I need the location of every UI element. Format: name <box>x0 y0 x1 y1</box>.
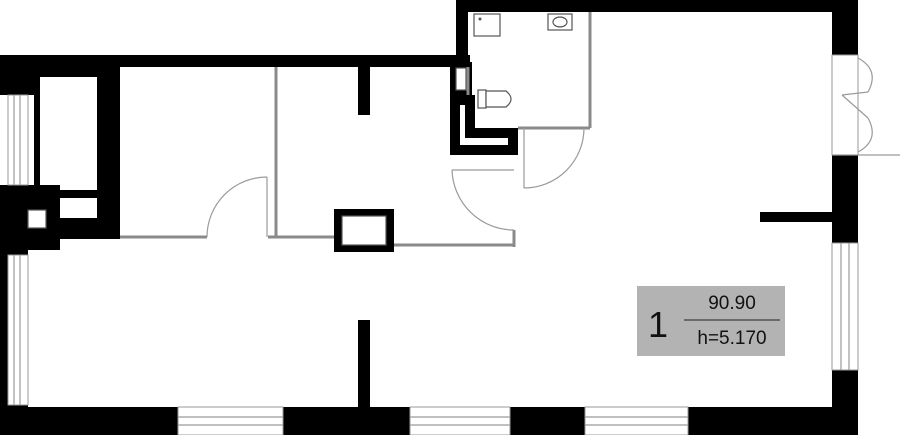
wall-top-right <box>456 0 858 12</box>
wall-top-left <box>0 55 470 67</box>
column-box-inner <box>341 215 387 246</box>
unit-area: 90.90 <box>708 293 756 314</box>
bathroom-shaft-hole <box>455 67 467 91</box>
wall-top-step <box>456 0 468 67</box>
balcony-wall-inner-left <box>34 67 40 197</box>
window-left-upper <box>7 94 29 186</box>
wall-right-middle <box>832 155 858 243</box>
balcony-door-right <box>831 54 900 156</box>
balcony-door-leaf <box>841 91 869 96</box>
shaft-box <box>27 209 47 229</box>
wall-stub-bottom <box>358 320 370 407</box>
balcony-door-arc-bottom <box>857 117 873 153</box>
window-right-lower <box>831 242 859 371</box>
balcony-door-arc-top <box>857 57 873 93</box>
door-arc-room2 <box>451 169 515 231</box>
balcony-door-leaf <box>841 94 869 119</box>
doors <box>206 127 585 238</box>
wall-stub-top <box>358 67 370 115</box>
bathroom-shaft <box>450 95 518 155</box>
balcony-wall-inner-bottom <box>34 190 97 198</box>
balcony-wall-top <box>28 67 120 77</box>
toilet-icon <box>477 89 512 109</box>
unit-label: 1 90.90 h=5.170 <box>637 286 785 356</box>
balcony-block <box>0 67 120 250</box>
window-bottom-3 <box>584 406 689 435</box>
wall-stub-right <box>760 212 832 222</box>
interior-walls <box>120 12 832 407</box>
shower-tray-icon <box>473 13 501 37</box>
unit-ceiling-height: h=5.170 <box>697 328 766 349</box>
exterior-walls <box>0 0 858 435</box>
sink-icon <box>547 13 573 31</box>
window-bottom-2 <box>409 406 511 435</box>
fixtures <box>473 13 573 109</box>
wall-right-bottom <box>832 370 858 435</box>
door-arc-bathroom <box>523 127 585 189</box>
balcony-wall-right <box>97 67 120 239</box>
door-arc-room1 <box>206 176 268 238</box>
window-bottom-1 <box>177 406 284 435</box>
unit-number: 1 <box>648 304 668 345</box>
unit-label-background <box>637 286 785 356</box>
wall-right-top <box>832 0 858 55</box>
window-left-lower <box>7 254 29 406</box>
windows <box>7 94 859 435</box>
